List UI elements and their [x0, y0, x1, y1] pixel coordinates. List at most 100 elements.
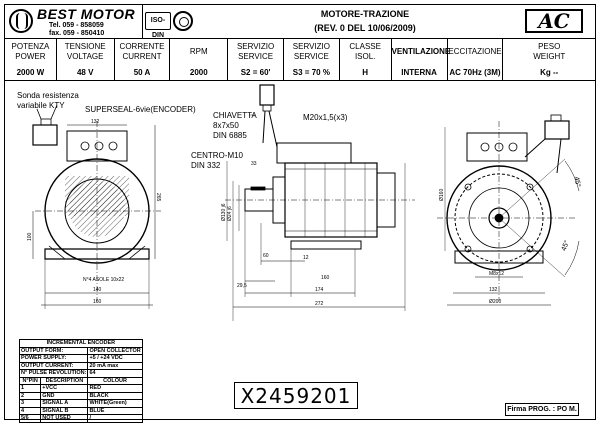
dim-12: 12 [303, 255, 309, 261]
spec-value: H [362, 68, 369, 77]
best-motor-logo-icon [9, 9, 33, 33]
dim-m8x12: M8x12 [489, 271, 504, 277]
table-cell: 1 [18, 384, 42, 393]
spec-label: SERVICE [238, 52, 274, 61]
table-cell: RED [87, 384, 143, 393]
dim-132-front: 132 [91, 119, 100, 125]
dim-140: 140 [93, 287, 102, 293]
spec-label: ISOL. [354, 52, 376, 61]
table-cell: +5 / +24 VDC [87, 354, 143, 363]
drawing-revision: (REV. 0 DEL 10/06/2009) [314, 23, 416, 33]
table-cell: GND [40, 391, 89, 400]
spec-label: RPM [189, 47, 208, 56]
note-centro-1: CENTRO-M10 [191, 151, 244, 160]
dim-29-5: 29,5 [237, 283, 247, 289]
spec-value: S2 = 60' [240, 68, 271, 77]
table-cell: 4 [18, 406, 42, 415]
spec-label: PESO [538, 42, 561, 51]
spec-value: 48 V [76, 68, 94, 77]
table-cell: 5/6 [18, 414, 42, 423]
phone-number: Tel. 059 - 858059 [49, 22, 104, 29]
dim-phi200: Ø200 [489, 299, 501, 305]
side-view [225, 84, 415, 321]
spec-rpm: RPM 2000 [170, 39, 229, 80]
spec-value: 2000 [189, 68, 208, 77]
ac-badge: AC [525, 9, 583, 33]
table-cell: 2 [18, 391, 42, 400]
projection-symbol-icon [173, 11, 193, 31]
table-cell: COLOUR [87, 376, 143, 385]
table-cell: NOT USED [40, 414, 89, 423]
company-phones: Tel. 059 - 858059 fax. 059 - 850410 [49, 22, 104, 38]
table-cell: OUTPUT CURRENT: [18, 361, 89, 370]
spec-label: TENSIONE [64, 42, 106, 51]
technical-drawing: 132 265 100 140 160 N°4 ASOLE 10x22 33 6… [27, 84, 580, 321]
company-logo: BEST MOTOR Tel. 059 - 858059 fax. 059 - … [5, 5, 143, 39]
table-cell: / [87, 414, 143, 423]
pinout-title: INCREMENTAL ENCODER [19, 339, 143, 348]
dim-132-rear: 132 [489, 287, 498, 293]
spec-value: AC 70Hz (3M) [449, 68, 501, 77]
encoder-pinout-table: INCREMENTAL ENCODER OUTPUT FORM:OPEN COL… [18, 339, 143, 423]
note-chiavetta-2: 8x7x50 [213, 121, 239, 130]
spec-label: ECCITAZIONE [448, 47, 502, 56]
note-sonda-1: Sonda resistenza [17, 91, 79, 100]
spec-value: INTERNA [401, 68, 437, 77]
table-cell: SIGNAL B [40, 406, 89, 415]
spec-value: 2000 W [16, 68, 45, 77]
dim-265: 265 [155, 193, 161, 202]
note-angle-top: 45° [572, 176, 582, 188]
rear-view [437, 114, 580, 306]
dim-272: 272 [315, 301, 324, 307]
dim-160-side: 160 [321, 275, 330, 281]
table-cell: BLACK [87, 391, 143, 400]
table-cell: N° PULSE REVOLUTION: [18, 369, 89, 378]
front-view [32, 104, 161, 309]
dim-160: 160 [93, 299, 102, 305]
table-cell: OPEN COLLECTOR [87, 346, 143, 355]
spec-label: POWER [15, 52, 46, 61]
spec-ventilation: VENTILAZIONE INTERNA [391, 39, 451, 80]
part-code: X2459201 [234, 382, 358, 409]
note-centro-2: DIN 332 [191, 161, 221, 170]
table-cell: WHITE(Green) [87, 399, 143, 408]
dim-phi24: Ø24 j6 [227, 206, 233, 221]
note-m20: M20x1,5(x3) [303, 113, 348, 122]
spec-value: Kg -- [540, 68, 559, 77]
fax-number: fax. 059 - 850410 [49, 30, 105, 37]
title-block: BEST MOTOR Tel. 059 - 858059 fax. 059 - … [5, 5, 595, 39]
iso-din-mark: ISO-DIN [145, 8, 195, 39]
dim-33: 33 [251, 161, 257, 167]
spec-label: CURRENT [122, 52, 162, 61]
table-cell: N°PIN [18, 376, 42, 385]
dim-174: 174 [315, 287, 324, 293]
spec-label: VENTILAZIONE [391, 47, 451, 56]
table-cell: 20 mA max [87, 361, 143, 370]
table-cell: 3 [18, 399, 42, 408]
dim-phi160: Ø160 [439, 189, 445, 201]
table-cell: BLUE [87, 406, 143, 415]
table-cell: OUTPUT FORM: [18, 346, 89, 355]
spec-label: SERVIZIO [292, 42, 330, 51]
spec-excitation: ECCITAZIONE AC 70Hz (3M) [448, 39, 504, 80]
note-chiavetta-1: CHIAVETTA [213, 111, 257, 120]
brand-name: BEST MOTOR [37, 6, 136, 22]
spec-label: SERVIZIO [236, 42, 275, 51]
spec-label: CORRENTE [119, 42, 165, 51]
dim-60: 60 [263, 253, 269, 259]
drawing-sheet: BEST MOTOR Tel. 059 - 858059 fax. 059 - … [4, 4, 596, 423]
spec-value: S3 = 70 % [292, 68, 330, 77]
signature-box: Firma PROG. : PO M. [505, 403, 579, 416]
dim-holes: N°4 ASOLE 10x22 [83, 277, 124, 283]
spec-label: CLASSE [349, 42, 381, 51]
drawing-title: MOTORE-TRAZIONE (REV. 0 DEL 10/06/2009) [295, 7, 435, 35]
table-cell: +VCC [40, 384, 89, 393]
